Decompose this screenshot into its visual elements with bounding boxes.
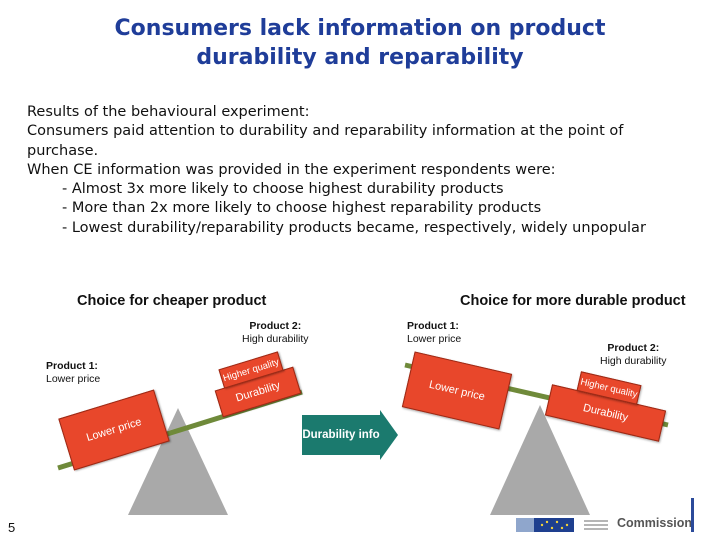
arrow-head-icon bbox=[380, 410, 398, 460]
page-number: 5 bbox=[8, 520, 16, 535]
product-label-title: Product 2: bbox=[249, 320, 302, 332]
commission-wordmark: Commission bbox=[617, 516, 693, 530]
right-panel-title: Choice for more durable product bbox=[460, 293, 686, 309]
bullet-item: - Lowest durability/reparability product… bbox=[62, 219, 646, 236]
arrow-label: Durability info bbox=[302, 429, 380, 441]
right-fulcrum bbox=[490, 405, 590, 515]
product-label-title: Product 2: bbox=[607, 342, 660, 354]
bullet-item: - More than 2x more likely to choose hig… bbox=[62, 200, 542, 217]
eu-flag-logo-icon bbox=[516, 518, 608, 532]
bullet-list: - Almost 3x more likely to choose highes… bbox=[62, 180, 687, 238]
left-panel-title: Choice for cheaper product bbox=[77, 293, 267, 309]
body-heading: Results of the behavioural experiment: bbox=[27, 104, 310, 120]
box-label: Lower price bbox=[85, 415, 143, 445]
left-fulcrum bbox=[128, 408, 228, 515]
durability-info-arrow: Durability info bbox=[302, 415, 380, 455]
slide-body: Results of the behavioural experiment: C… bbox=[27, 103, 687, 238]
product-label-title: Product 1: bbox=[407, 320, 459, 332]
right-product1-label: Product 1: Lower price bbox=[407, 320, 461, 346]
slide-title: Consumers lack information on product du… bbox=[60, 14, 660, 72]
title-line-1: Consumers lack information on product bbox=[114, 16, 606, 41]
product-label-sub: Lower price bbox=[46, 373, 101, 385]
body-paragraph-1: Consumers paid attention to durability a… bbox=[27, 123, 624, 159]
right-product2-label: Product 2: High durability bbox=[600, 342, 667, 368]
box-label: Lower price bbox=[427, 378, 487, 403]
box-label: Durability bbox=[581, 401, 630, 425]
left-product2-label: Product 2: High durability bbox=[242, 320, 309, 346]
body-paragraph-2: When CE information was provided in the … bbox=[27, 161, 556, 178]
bullet-item: - Almost 3x more likely to choose highes… bbox=[62, 181, 504, 198]
product-label-sub: Lower price bbox=[407, 333, 462, 345]
title-line-2: durability and reparability bbox=[196, 45, 524, 70]
product-label-title: Product 1: bbox=[46, 360, 98, 372]
left-product1-label: Product 1: Lower price bbox=[46, 360, 100, 386]
product-label-sub: High durability bbox=[600, 355, 667, 367]
footer-divider-bar bbox=[691, 498, 694, 532]
product-label-sub: High durability bbox=[242, 333, 309, 345]
